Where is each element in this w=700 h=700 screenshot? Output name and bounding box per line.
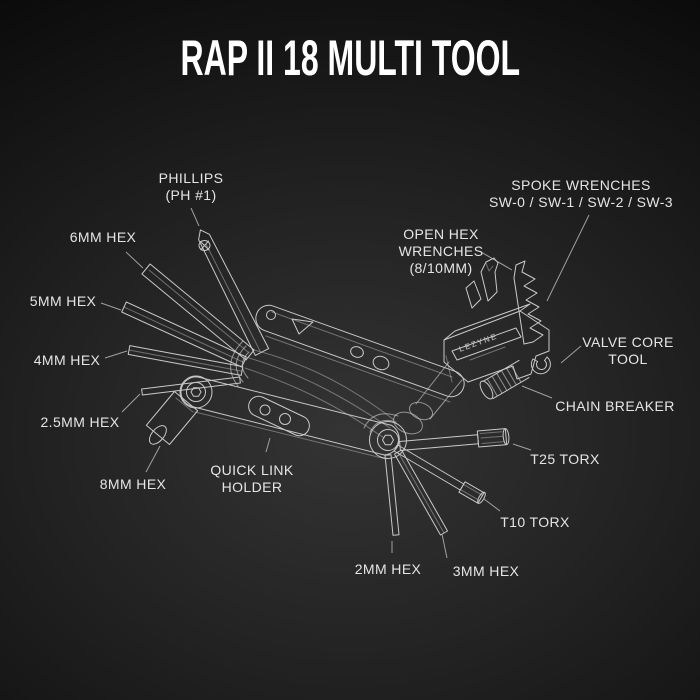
leader-t25	[512, 443, 532, 451]
right-pivot-bends	[363, 413, 399, 433]
label-hex-6mm: 6MM HEX	[70, 229, 137, 246]
leader-open-hex	[480, 251, 513, 271]
label-line: WRENCHES	[398, 243, 484, 259]
torx-t25-tool	[399, 428, 510, 451]
tool-head: LEZYNE	[443, 257, 551, 400]
leader-hex-6mm	[125, 251, 144, 269]
left-pivot-bends	[230, 340, 250, 387]
hex-8mm-socket	[145, 391, 199, 445]
hex-5mm-tool	[121, 301, 247, 368]
label-line: 3MM HEX	[452, 563, 520, 579]
spoke-wrench-teeth	[513, 260, 544, 345]
label-hex-2-5mm: 2.5MM HEX	[40, 414, 119, 431]
label-line: TOOL	[608, 351, 648, 367]
leader-quick-link	[265, 437, 271, 453]
leader-lines	[100, 207, 590, 559]
leader-phillips	[190, 207, 200, 227]
hex-2mm-tool	[384, 454, 400, 536]
leader-valve-core	[560, 345, 582, 364]
leader-hex-2-5mm	[121, 393, 141, 413]
label-line: PHILLIPS	[158, 170, 224, 186]
label-line: 5MM HEX	[29, 293, 97, 309]
label-line: 2MM HEX	[354, 561, 422, 577]
label-line: T25 TORX	[530, 451, 600, 467]
label-line: VALVE CORE	[582, 334, 674, 350]
label-hex-2mm: 2MM HEX	[355, 561, 422, 578]
label-hex-3mm: 3MM HEX	[453, 563, 520, 580]
leader-chain-breaker	[521, 385, 553, 399]
brand-plate	[451, 327, 522, 361]
label-line: 6MM HEX	[69, 229, 137, 245]
label-chain-breaker: CHAIN BREAKER	[555, 398, 675, 415]
leader-spoke-wrenches	[546, 214, 590, 302]
brand-logo-text: LEZYNE	[458, 332, 499, 354]
label-line: 4MM HEX	[33, 352, 101, 368]
leader-t10	[483, 498, 501, 512]
label-line: (8/10MM)	[409, 260, 473, 276]
label-open-hex-wrenches: OPEN HEX WRENCHES (8/10MM)	[399, 226, 484, 277]
title-bar: RAP II 18 MULTI TOOL	[0, 33, 700, 83]
label-torx-t10: T10 TORX	[500, 514, 570, 531]
torx-t10-tool	[393, 444, 486, 504]
phillips-bit	[198, 229, 270, 356]
label-phillips: PHILLIPS (PH #1)	[159, 170, 224, 204]
label-line: HOLDER	[221, 479, 283, 495]
label-line: T10 TORX	[500, 514, 570, 530]
hex-2-5mm-tool	[141, 376, 241, 396]
label-line: 8MM HEX	[99, 476, 167, 492]
label-line: 2.5MM HEX	[40, 414, 120, 430]
hex-6mm-tool	[141, 263, 255, 361]
label-hex-8mm: 8MM HEX	[100, 476, 167, 493]
body-plate-upper	[255, 304, 465, 403]
label-spoke-wrenches: SPOKE WRENCHES SW-0 / SW-1 / SW-2 / SW-3	[489, 177, 673, 211]
leader-hex-5mm	[100, 302, 122, 311]
label-line: OPEN HEX	[403, 226, 479, 242]
quick-link-holder-slot	[248, 395, 310, 437]
label-line: SW-0 / SW-1 / SW-2 / SW-3	[489, 194, 673, 210]
label-valve-core-tool: VALVE CORE TOOL	[582, 334, 673, 368]
label-line: CHAIN BREAKER	[555, 398, 675, 414]
hex-4mm-tool	[127, 345, 244, 376]
label-hex-4mm: 4MM HEX	[34, 352, 101, 369]
label-torx-t25: T25 TORX	[530, 451, 600, 468]
hex-3mm-tool	[394, 449, 448, 536]
leader-hex-4mm	[104, 350, 128, 359]
valve-core-hook	[530, 356, 551, 375]
leader-hex-3mm	[441, 533, 448, 559]
label-line: QUICK LINK	[210, 462, 294, 478]
page-title: RAP II 18 MULTI TOOL	[180, 30, 520, 86]
label-line: (PH #1)	[165, 187, 217, 203]
pivot-collar-stack	[393, 361, 463, 435]
label-hex-5mm: 5MM HEX	[30, 293, 97, 310]
label-line: SPOKE WRENCHES	[511, 177, 651, 193]
label-quick-link-holder: QUICK LINK HOLDER	[210, 462, 293, 496]
leader-hex-8mm	[145, 445, 161, 473]
chain-breaker-pin	[479, 359, 530, 400]
